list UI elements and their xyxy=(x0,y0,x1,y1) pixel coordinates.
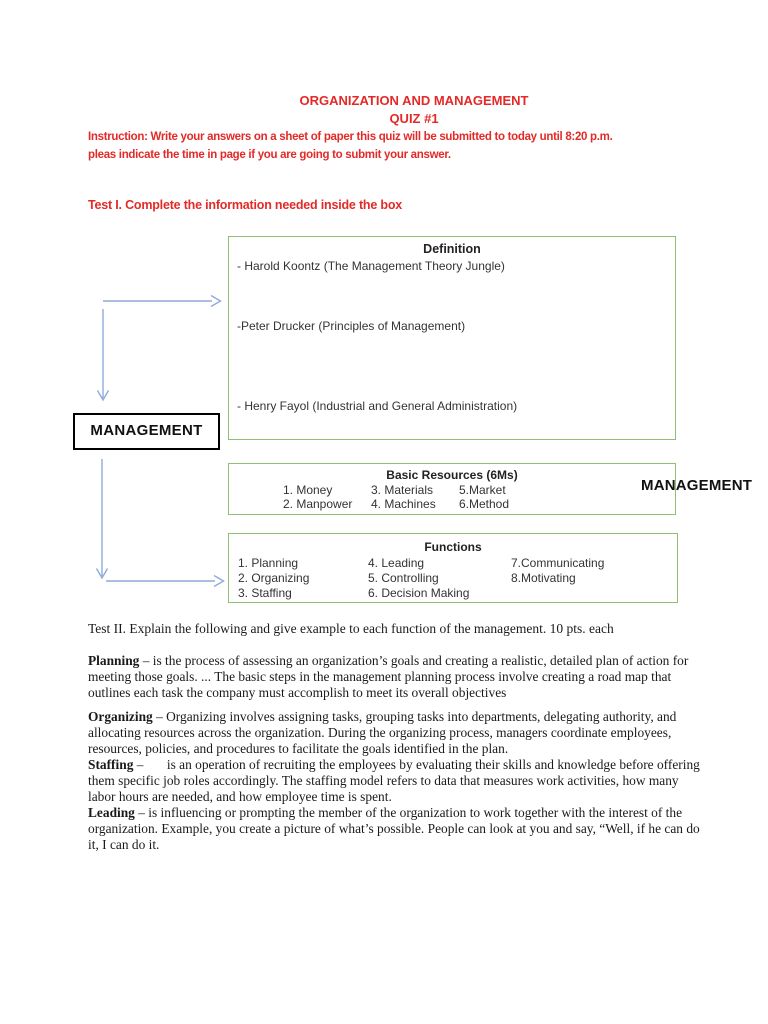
test2-body: Planning – is the process of assessing a… xyxy=(88,653,706,853)
test1-heading: Test I. Complete the information needed … xyxy=(88,198,403,212)
paragraph-text: – is influencing or prompting the member… xyxy=(88,805,700,852)
functions-box: Functions 1. Planning 2. Organizing 3. S… xyxy=(228,533,678,603)
paragraph-text: – is the process of assessing an organiz… xyxy=(88,653,689,700)
definition-item: - Harold Koontz (The Management Theory J… xyxy=(237,259,505,273)
function-item: 1. Planning xyxy=(238,556,299,570)
definition-box: Definition - Harold Koontz (The Manageme… xyxy=(228,236,676,440)
function-item: 2. Organizing xyxy=(238,571,310,585)
test2-paragraph-planning: Planning – is the process of assessing a… xyxy=(88,653,706,701)
term-planning: Planning xyxy=(88,653,140,668)
test2-heading: Test II. Explain the following and give … xyxy=(88,621,614,636)
instruction-line: Instruction: Write your answers on a she… xyxy=(88,131,613,143)
term-staffing: Staffing xyxy=(88,757,134,772)
function-item: 8.Motivating xyxy=(511,571,576,585)
resource-item: 6.Method xyxy=(459,497,510,511)
arrow-to-definition-icon xyxy=(103,294,222,308)
paragraph-text: – is an operation of recruiting the empl… xyxy=(88,757,700,804)
instruction-line: pleas indicate the time in page if you a… xyxy=(88,149,451,161)
term-organizing: Organizing xyxy=(88,709,153,724)
function-item: 3. Staffing xyxy=(238,586,292,600)
resource-item: 1. Money xyxy=(283,483,333,497)
definition-item: -Peter Drucker (Principles of Management… xyxy=(237,319,466,333)
function-item: 4. Leading xyxy=(368,556,425,570)
management-label: MANAGEMENT xyxy=(90,422,203,439)
definition-box-title: Definition xyxy=(423,242,481,256)
doc-header: ORGANIZATION AND MANAGEMENT QUIZ #1 xyxy=(88,92,740,128)
management-box: MANAGEMENT xyxy=(73,413,220,450)
arrow-down-from-management-icon xyxy=(95,459,109,580)
function-item: 6. Decision Making xyxy=(368,586,470,600)
resources-column: 3. Materials 4. Machines xyxy=(371,483,436,511)
function-item: 7.Communicating xyxy=(511,556,605,570)
resource-item: 3. Materials xyxy=(371,483,434,497)
arrow-to-functions-icon xyxy=(106,574,225,588)
quiz-number: QUIZ #1 xyxy=(389,111,439,126)
instruction-text: Instruction: Write your answers on a she… xyxy=(88,128,613,164)
resources-box: Basic Resources (6Ms) 1. Money 2. Manpow… xyxy=(228,463,676,515)
functions-column: 4. Leading 5. Controlling 6. Decision Ma… xyxy=(368,556,469,601)
functions-column: 7.Communicating 8.Motivating xyxy=(511,556,604,586)
definition-item: - Henry Fayol (Industrial and General Ad… xyxy=(237,399,518,413)
functions-box-title: Functions xyxy=(424,540,482,554)
resource-item: 5.Market xyxy=(459,483,506,497)
resource-item: 2. Manpower xyxy=(283,497,353,511)
resources-box-title: Basic Resources (6Ms) xyxy=(386,468,518,482)
term-leading: Leading xyxy=(88,805,135,820)
functions-column: 1. Planning 2. Organizing 3. Staffing xyxy=(238,556,309,601)
test2-paragraph-leading: Leading – is influencing or prompting th… xyxy=(88,805,706,853)
resources-column: 5.Market 6.Method xyxy=(459,483,509,511)
resources-column: 1. Money 2. Manpower xyxy=(283,483,352,511)
test2-paragraph-organizing: Organizing – Organizing involves assigni… xyxy=(88,709,706,757)
function-item: 5. Controlling xyxy=(368,571,439,585)
resource-item: 4. Machines xyxy=(371,497,436,511)
arrow-to-management-icon xyxy=(96,309,110,402)
management-label-right: MANAGEMENT xyxy=(641,477,753,494)
paragraph-text: – Organizing involves assigning tasks, g… xyxy=(88,709,677,756)
doc-title: ORGANIZATION AND MANAGEMENT xyxy=(299,93,529,108)
test2-paragraph-staffing: Staffing – is an operation of recruiting… xyxy=(88,757,706,805)
